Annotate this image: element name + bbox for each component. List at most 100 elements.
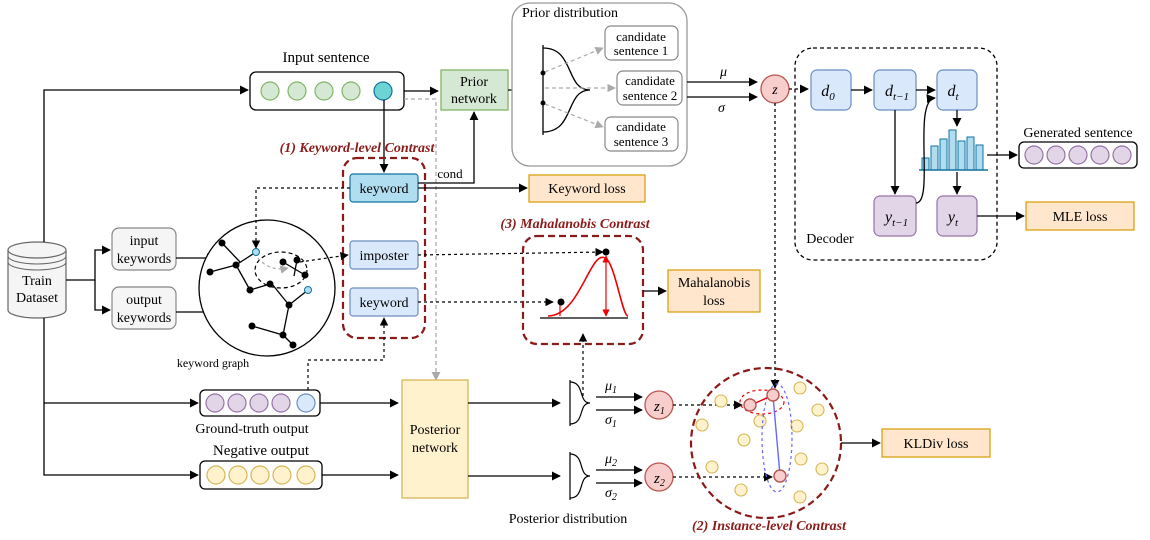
arrow-imposter-maha xyxy=(417,247,604,257)
dt1-label: d xyxy=(885,83,894,100)
latent-z2: z2 xyxy=(644,462,674,492)
keyword-contrast-title: (1) Keyword-level Contrast xyxy=(280,141,436,156)
keyword-node-bottom: keyword xyxy=(349,287,419,317)
candidate-1-word: candidate xyxy=(616,29,666,44)
dataset-connectors xyxy=(43,85,249,480)
output-keywords-box: output keywords xyxy=(111,286,177,330)
keyword-graph-label: keyword graph xyxy=(177,356,249,370)
token xyxy=(287,81,307,101)
token xyxy=(205,393,225,413)
token xyxy=(260,81,280,101)
d0-sub: 0 xyxy=(829,91,835,103)
svg-text:yt−1: yt−1 xyxy=(883,209,908,229)
dt-node xyxy=(936,69,978,111)
yt1-sub: t−1 xyxy=(892,217,908,229)
candidate-3-box xyxy=(604,116,679,152)
latent-z-label: z xyxy=(771,83,778,98)
candidate-1-label: sentence 1 xyxy=(614,43,669,58)
z2-sub: 2 xyxy=(660,478,665,489)
candidate-3-word: candidate xyxy=(616,119,666,134)
ground-truth-output xyxy=(199,389,321,417)
token xyxy=(206,465,226,485)
candidate-1-box xyxy=(604,25,679,61)
svg-text:dt−1: dt−1 xyxy=(885,83,909,103)
svg-text:σ2: σ2 xyxy=(605,486,617,503)
token xyxy=(272,465,292,485)
keyword-graph: keyword graph xyxy=(177,219,336,370)
sigma2-sub: 2 xyxy=(612,492,617,503)
posterior-network-label-1: Posterior xyxy=(410,423,461,438)
svg-text:yt: yt xyxy=(946,209,959,229)
candidate-2-word: candidate xyxy=(625,73,675,88)
keyword-bottom-label: keyword xyxy=(360,296,409,311)
input-keywords-box: input keywords xyxy=(111,227,177,271)
input-sentence-label: Input sentence xyxy=(282,50,369,66)
svg-text:z2: z2 xyxy=(653,471,665,489)
candidate-2-box xyxy=(616,70,683,106)
candidate-3-label: sentence 3 xyxy=(614,134,669,149)
dt1-node xyxy=(873,69,917,111)
z1-sub: 1 xyxy=(660,406,665,417)
cond-label: cond xyxy=(437,166,463,181)
token xyxy=(1046,145,1066,165)
dt-sub: t xyxy=(955,91,959,103)
svg-text:σ1: σ1 xyxy=(605,413,617,430)
svg-text:z1: z1 xyxy=(653,399,665,417)
yt-label: y xyxy=(946,209,956,226)
prior-distribution-label: Prior distribution xyxy=(522,6,618,21)
token xyxy=(249,393,269,413)
train-dataset-label-2: Dataset xyxy=(16,291,58,306)
sigma2-label: σ xyxy=(605,486,613,501)
token xyxy=(1068,145,1088,165)
posterior-network: Posterior network xyxy=(401,379,469,499)
generated-sentence-label: Generated sentence xyxy=(1023,126,1132,141)
ground-truth-label: Ground-truth output xyxy=(195,422,308,437)
z2-label: z xyxy=(653,471,660,487)
mahalanobis-loss-label-1: Mahalanobis xyxy=(678,276,750,291)
mu2-sub: 2 xyxy=(612,458,617,469)
negative-output xyxy=(199,460,323,490)
prior-network-label-1: Prior xyxy=(460,75,488,90)
dt-label: d xyxy=(947,83,956,100)
imposter-label: imposter xyxy=(360,249,409,264)
mu-label: μ xyxy=(719,65,727,80)
arrow-graph-imposter xyxy=(299,251,349,263)
token-keyword xyxy=(296,393,316,413)
posterior-distribution-label: Posterior distribution xyxy=(509,512,628,527)
posterior-network-label-2: network xyxy=(412,441,458,456)
yt-node xyxy=(936,195,978,237)
negative-output-label: Negative output xyxy=(213,443,310,459)
decoder: Decoder d0 dt−1 dt yt−1 yt xyxy=(794,47,998,261)
token xyxy=(1024,145,1044,165)
mu2-label: μ xyxy=(604,452,612,467)
output-keywords-label-2: keywords xyxy=(117,311,171,326)
prior-network-label-2: network xyxy=(451,92,497,107)
posterior-dist-2 xyxy=(569,452,591,500)
train-dataset: Train Dataset xyxy=(7,241,67,319)
mahalanobis-contrast-title: (3) Mahalanobis Contrast xyxy=(500,217,650,232)
z1-label: z xyxy=(653,399,660,415)
posterior-dist-1 xyxy=(569,380,591,426)
input-keywords-label-2: keywords xyxy=(117,252,171,267)
kldiv-loss-box: KLDiv loss xyxy=(881,428,991,458)
sigma1-sub: 1 xyxy=(612,419,617,430)
svg-text:μ2: μ2 xyxy=(604,452,617,469)
mahalanobis-loss-label-2: loss xyxy=(703,294,725,309)
token xyxy=(314,81,334,101)
prior-network: Prior network xyxy=(440,69,509,111)
mle-loss-label: MLE loss xyxy=(1053,210,1108,225)
mahalanobis-loss-box: Mahalanobis loss xyxy=(667,269,761,313)
keyword-top-label: keyword xyxy=(360,182,409,197)
arrow-input-posterior xyxy=(404,98,441,381)
sigma1-label: σ xyxy=(605,413,613,428)
yt1-label: y xyxy=(883,209,893,226)
svg-text:dt: dt xyxy=(947,83,959,103)
arrow-keyword-graph-node xyxy=(251,187,350,249)
token xyxy=(1090,145,1110,165)
decoder-label: Decoder xyxy=(806,232,854,247)
arrow-gt-keyword xyxy=(307,317,389,390)
yt1-node xyxy=(873,195,917,237)
input-keywords-label-1: input xyxy=(130,234,159,249)
token xyxy=(1112,145,1132,165)
